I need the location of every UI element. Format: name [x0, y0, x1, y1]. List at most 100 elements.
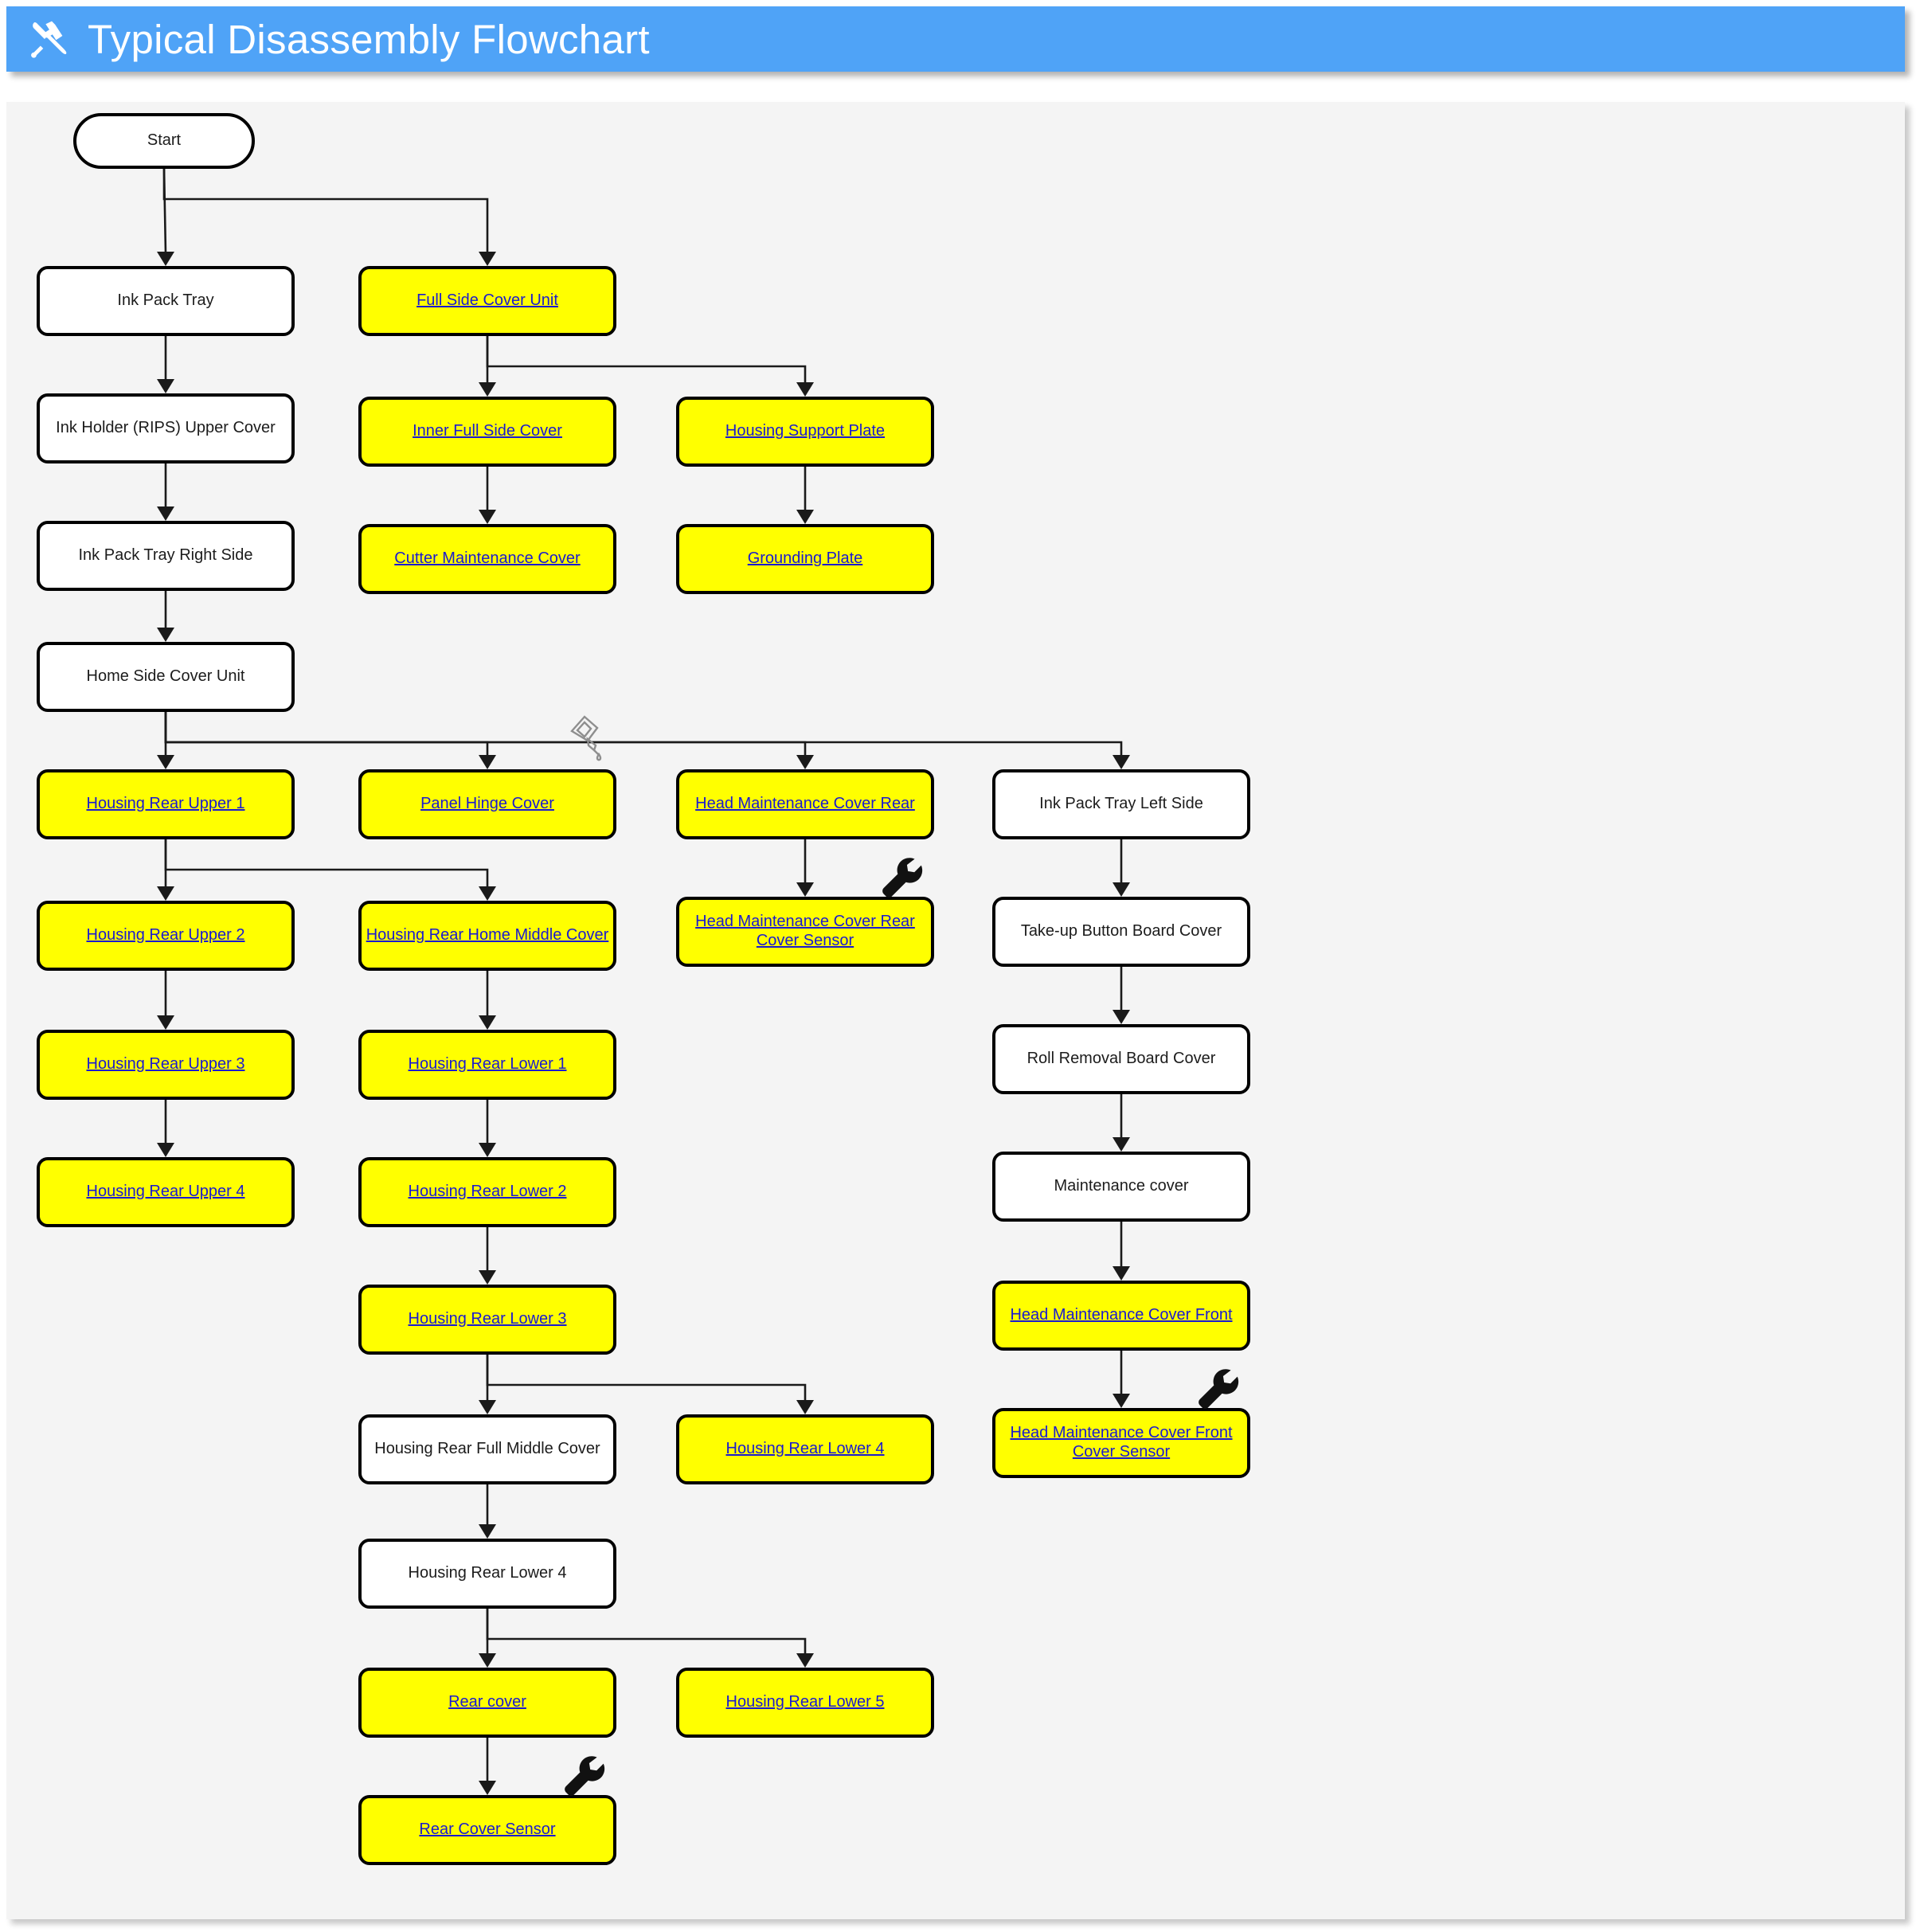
node-head-maintenance-cover-rear[interactable]: Head Maintenance Cover Rear	[676, 769, 934, 839]
node-label[interactable]: Rear Cover Sensor	[419, 1821, 556, 1838]
edge-full-side-cover-unit-to-housing-support-plate	[486, 334, 814, 397]
arrow-head	[796, 510, 814, 524]
arrow-head	[796, 755, 814, 769]
node-label[interactable]: Housing Rear Home Middle Cover	[366, 926, 609, 944]
arrow-head	[157, 252, 174, 266]
arrow-head	[157, 755, 174, 769]
arrow-head	[1113, 882, 1130, 897]
edge-ink-pack-tray-right-side-to-home-side-cover-unit	[157, 589, 174, 642]
node-ink-pack-tray-left-side: Ink Pack Tray Left Side	[992, 769, 1250, 839]
node-label[interactable]: Full Side Cover Unit	[416, 291, 558, 309]
node-rear-cover-sensor[interactable]: Rear Cover Sensor	[358, 1795, 616, 1865]
node-label[interactable]: Housing Rear Upper 2	[87, 926, 245, 944]
edge-housing-support-plate-to-grounding-plate	[796, 465, 814, 524]
node-label[interactable]: Housing Rear Lower 1	[409, 1055, 567, 1073]
node-label[interactable]: Rear cover	[448, 1693, 526, 1711]
node-housing-support-plate[interactable]: Housing Support Plate	[676, 397, 934, 467]
edge-housing-rear-upper-3-to-housing-rear-upper-4	[157, 1098, 174, 1157]
node-label[interactable]: Housing Rear Upper 3	[87, 1055, 245, 1073]
node-shape	[358, 901, 616, 971]
node-shape	[37, 642, 295, 712]
node-label[interactable]: Cutter Maintenance Cover	[394, 549, 581, 567]
edge-housing-rear-upper-2-to-housing-rear-upper-3	[157, 969, 174, 1030]
node-full-side-cover-unit[interactable]: Full Side Cover Unit	[358, 266, 616, 336]
node-housing-rear-upper-1[interactable]: Housing Rear Upper 1	[37, 769, 295, 839]
node-shape	[676, 1414, 934, 1484]
app-header: Typical Disassembly Flowchart	[6, 6, 1905, 72]
node-ink-holder-rips-upper-cover: Ink Holder (RIPS) Upper Cover	[37, 393, 295, 463]
wrench-icon	[565, 1756, 605, 1796]
edge-line	[486, 1353, 807, 1402]
node-shape	[37, 393, 295, 463]
node-panel-hinge-cover[interactable]: Panel Hinge Cover	[358, 769, 616, 839]
node-rear-cover[interactable]: Rear cover	[358, 1668, 616, 1738]
node-shape	[676, 897, 934, 967]
node-shape	[37, 901, 295, 971]
node-label[interactable]: Panel Hinge Cover	[420, 795, 554, 812]
node-label[interactable]: Housing Rear Lower 2	[409, 1183, 567, 1200]
node-housing-rear-lower-4[interactable]: Housing Rear Lower 4	[676, 1414, 934, 1484]
node-housing-rear-lower-1[interactable]: Housing Rear Lower 1	[358, 1030, 616, 1100]
node-housing-rear-upper-2[interactable]: Housing Rear Upper 2	[37, 901, 295, 971]
node-housing-rear-full-middle-cover: Housing Rear Full Middle Cover	[358, 1414, 616, 1484]
node-label: Maintenance cover	[1054, 1177, 1189, 1195]
node-shape	[358, 1668, 616, 1738]
node-label: Ink Holder (RIPS) Upper Cover	[56, 419, 276, 436]
arrow-head	[157, 628, 174, 642]
node-label[interactable]: Inner Full Side Cover	[413, 422, 562, 440]
edge-ink-pack-tray-to-ink-holder-rips-upper-cover	[157, 334, 174, 393]
arrow-head	[479, 1143, 496, 1157]
arrow-head	[479, 382, 496, 397]
edge-housing-rear-upper-1-to-housing-rear-home-middle-cover	[164, 838, 496, 901]
arrow-head	[1113, 1010, 1130, 1024]
node-shape	[992, 1152, 1250, 1222]
node-shape	[676, 1668, 934, 1738]
node-cutter-maintenance-cover[interactable]: Cutter Maintenance Cover	[358, 524, 616, 594]
edge-inner-full-side-cover-to-cutter-maintenance-cover	[479, 465, 496, 524]
node-label[interactable]: Housing Rear Upper 4	[87, 1183, 245, 1200]
node-grounding-plate[interactable]: Grounding Plate	[676, 524, 934, 594]
arrow-head	[479, 1015, 496, 1030]
node-housing-rear-upper-4[interactable]: Housing Rear Upper 4	[37, 1157, 295, 1227]
node-label[interactable]: Grounding Plate	[748, 549, 863, 567]
node-label[interactable]: Housing Rear Lower 4	[726, 1440, 885, 1457]
node-label[interactable]: Housing Rear Lower 5	[726, 1693, 885, 1711]
node-home-side-cover-unit: Home Side Cover Unit	[37, 642, 295, 712]
node-label[interactable]: Housing Support Plate	[725, 422, 885, 440]
node-inner-full-side-cover[interactable]: Inner Full Side Cover	[358, 397, 616, 467]
arrow-head	[1113, 1137, 1130, 1152]
node-shape	[358, 397, 616, 467]
arrow-head	[796, 1653, 814, 1668]
node-housing-rear-lower-3[interactable]: Housing Rear Lower 3	[358, 1285, 616, 1355]
node-shape	[358, 1795, 616, 1865]
node-label[interactable]: Housing Rear Lower 3	[409, 1310, 567, 1328]
node-label[interactable]: Head Maintenance Cover Rear	[695, 795, 915, 812]
edge-head-maintenance-cover-front-to-head-maintenance-cover-front-cover-sensor	[1113, 1349, 1130, 1408]
arrow-head	[157, 1143, 174, 1157]
edge-line	[486, 334, 807, 384]
node-housing-rear-lower-5[interactable]: Housing Rear Lower 5	[676, 1668, 934, 1738]
edge-home-side-cover-unit-to-panel-hinge-cover	[164, 710, 496, 769]
node-label[interactable]: Housing Rear Upper 1	[87, 795, 245, 812]
node-head-maintenance-cover-front[interactable]: Head Maintenance Cover Front	[992, 1281, 1250, 1351]
node-shape	[358, 1285, 616, 1355]
node-housing-rear-lower-2[interactable]: Housing Rear Lower 2	[358, 1157, 616, 1227]
node-shape	[358, 769, 616, 839]
edge-ink-holder-rips-upper-cover-to-ink-pack-tray-right-side	[157, 462, 174, 521]
node-shape	[992, 897, 1250, 967]
node-label[interactable]: Head Maintenance Cover Front	[1010, 1306, 1232, 1324]
arrow-head	[479, 755, 496, 769]
edge-home-side-cover-unit-to-ink-pack-tray-left-side	[164, 710, 1130, 769]
node-housing-rear-upper-3[interactable]: Housing Rear Upper 3	[37, 1030, 295, 1100]
node-label: Roll Removal Board Cover	[1027, 1050, 1216, 1067]
node-housing-rear-home-middle-cover[interactable]: Housing Rear Home Middle Cover	[358, 901, 616, 971]
node-shape	[37, 1030, 295, 1100]
